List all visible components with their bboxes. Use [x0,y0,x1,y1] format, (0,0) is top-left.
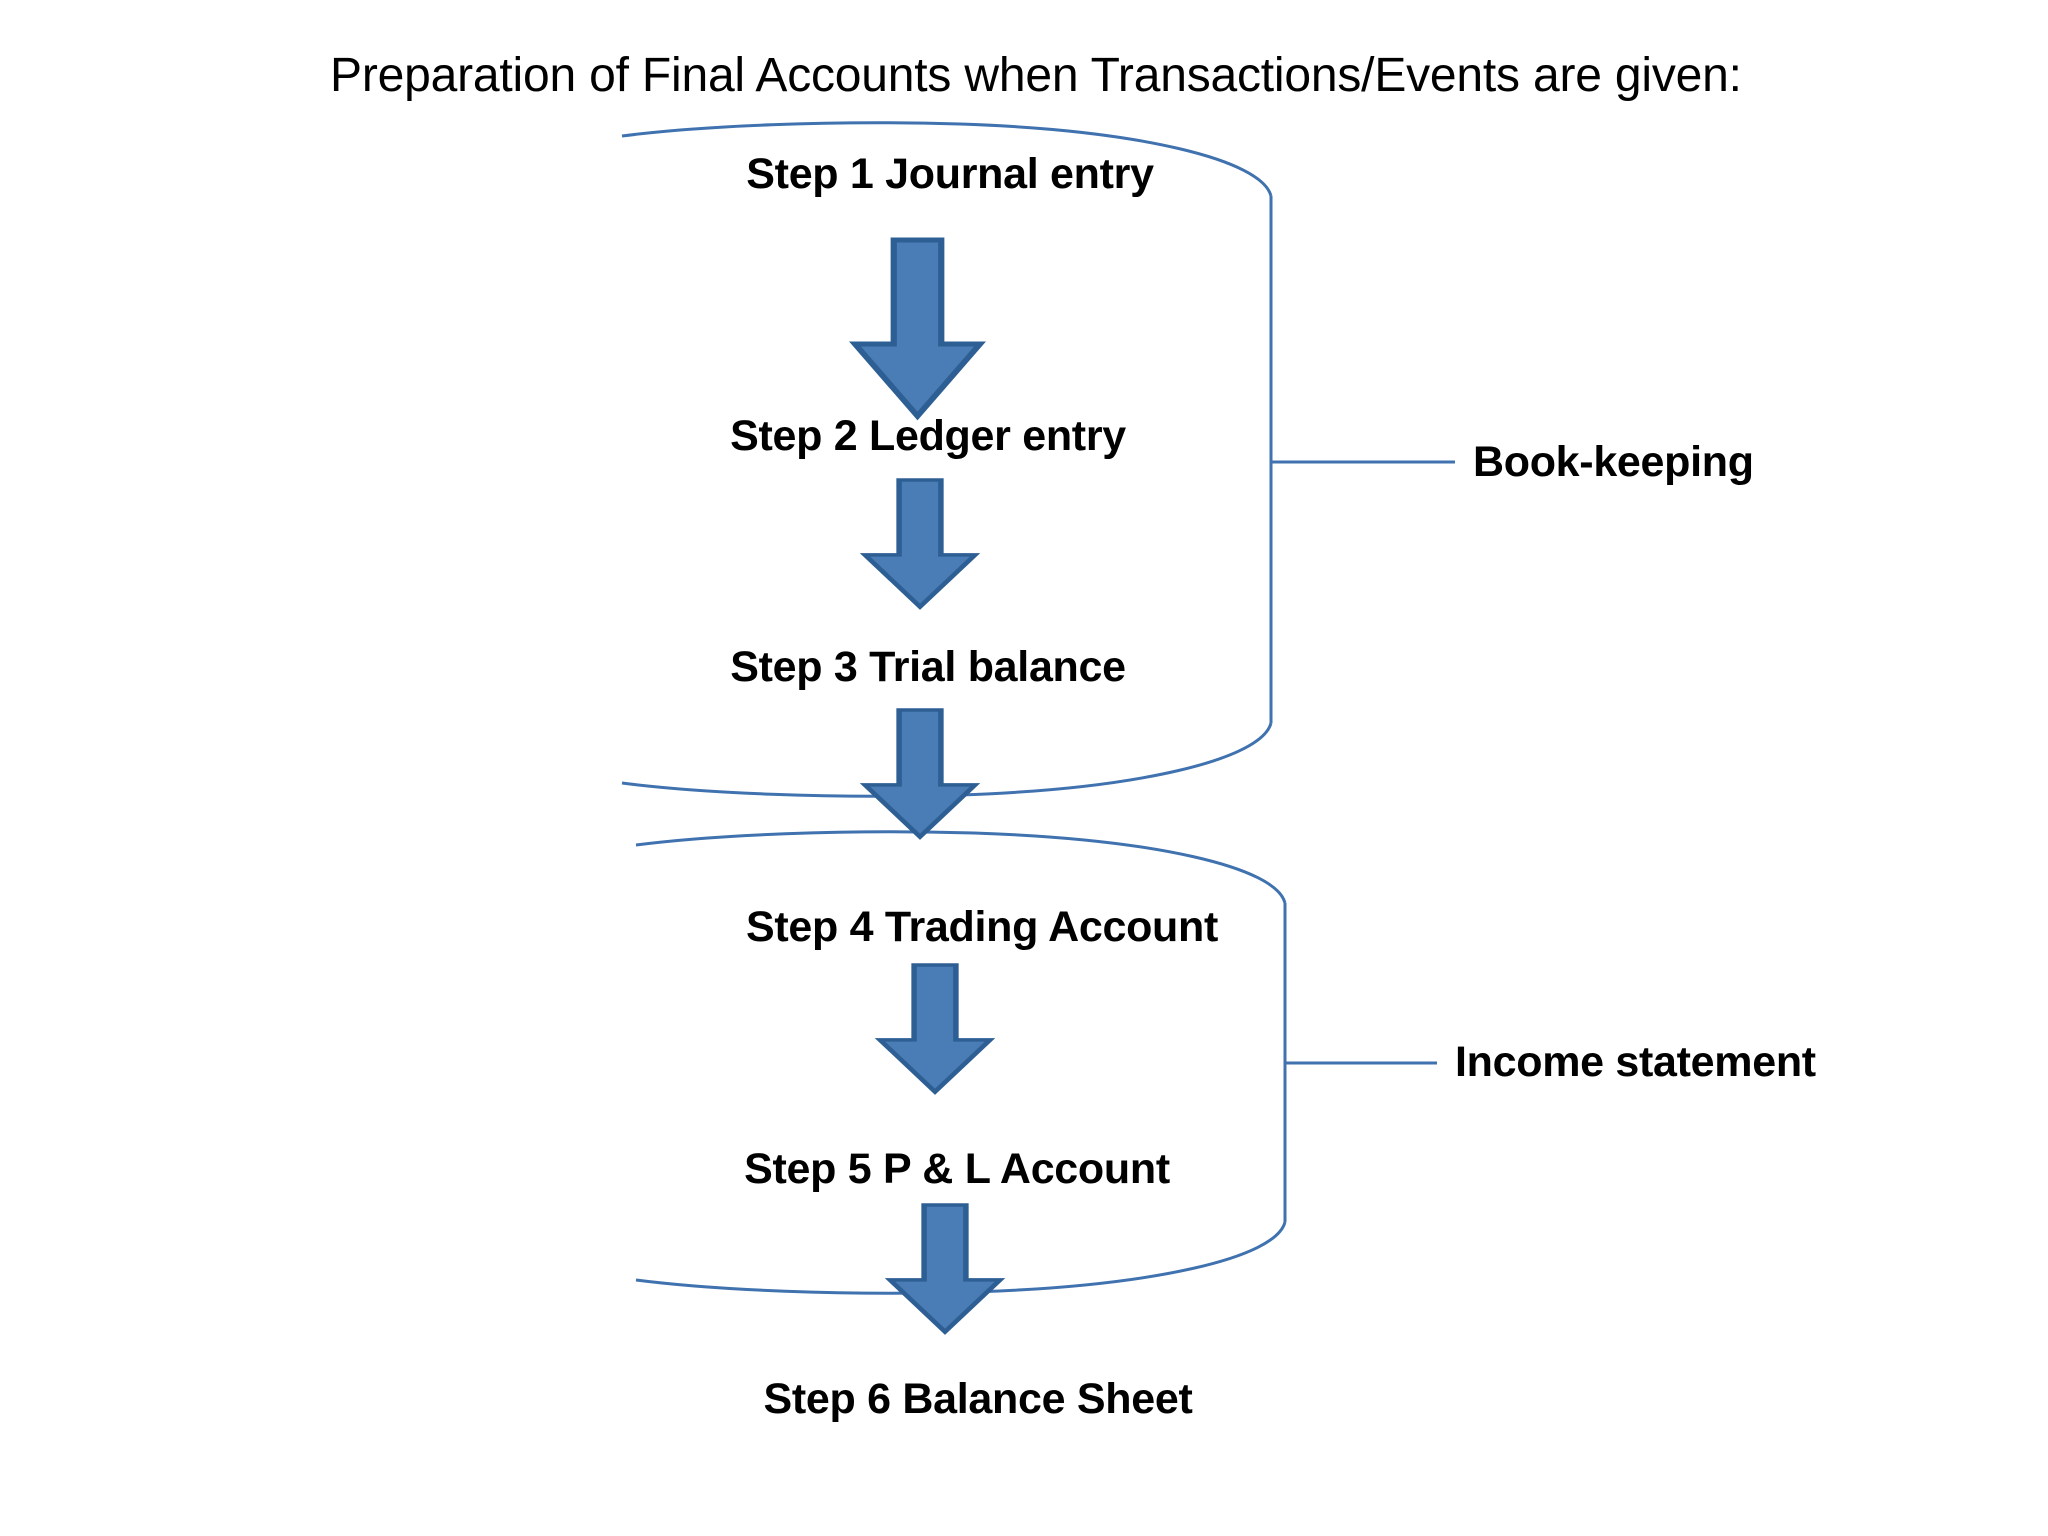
flow-step-5: Step 5 P & L Account [744,1145,1170,1193]
flow-step-3: Step 3 Trial balance [730,643,1126,691]
group-label-book-keeping: Book-keeping [1473,438,1754,486]
flow-step-6: Step 6 Balance Sheet [763,1375,1193,1423]
flow-step-4: Step 4 Trading Account [745,903,1219,951]
down-arrow-icon [865,710,975,837]
down-arrow-icon [865,480,975,607]
group-label-income-statement: Income statement [1455,1038,1816,1086]
bracket-income-statement [635,830,1437,1295]
down-arrow-icon [880,965,990,1092]
page-title: Preparation of Final Accounts when Trans… [330,49,1742,102]
down-arrow-icon [855,240,980,416]
flow-step-1: Step 1 Journal entry [746,150,1154,198]
flow-step-2: Step 2 Ledger entry [730,412,1126,460]
down-arrow-icon [890,1205,1000,1332]
